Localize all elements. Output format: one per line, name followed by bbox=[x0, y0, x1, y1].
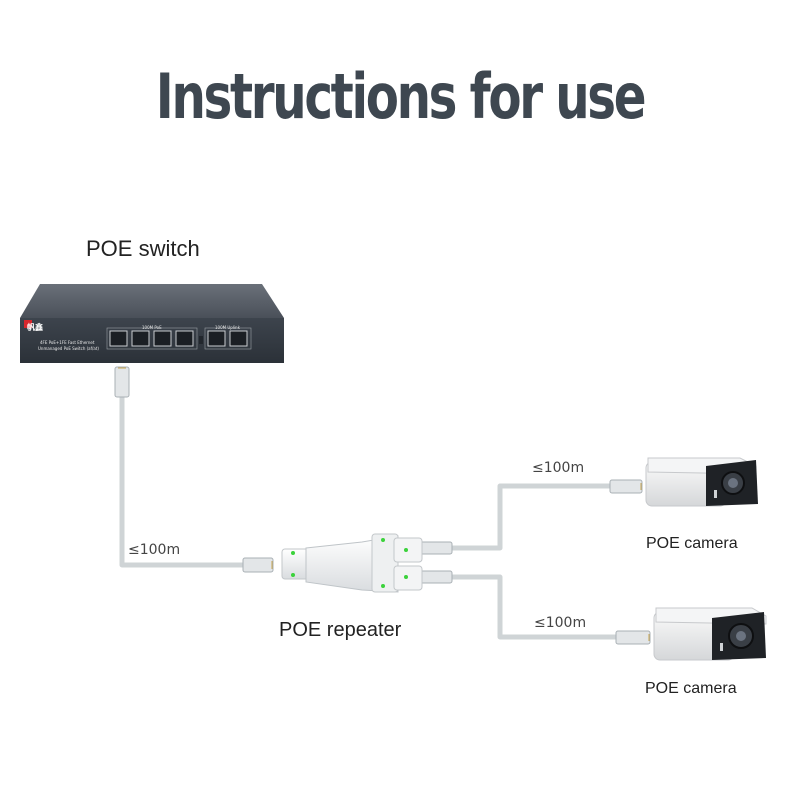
switch-model-line2: Unmanaged PoE Switch (af/at) bbox=[38, 346, 99, 351]
switch-brand: 帆鑫 bbox=[27, 323, 43, 332]
poe-camera-2 bbox=[653, 607, 767, 661]
uplink-ports bbox=[207, 330, 248, 347]
plug-repeater-in bbox=[242, 557, 274, 573]
switch-model-line1: 4FE PoE+1FE Fast Ethernet bbox=[40, 340, 95, 345]
plug-repeater-out-1 bbox=[419, 541, 453, 555]
cable-repeater-to-camera-1 bbox=[450, 483, 612, 551]
switch-top-face bbox=[20, 284, 284, 318]
poe-camera-1 bbox=[645, 457, 758, 507]
distance-label-camera-2: ≤100m bbox=[534, 615, 587, 631]
poe-repeater-label: POE repeater bbox=[279, 619, 402, 641]
repeater-right-block bbox=[371, 533, 399, 593]
plug-camera-1 bbox=[609, 479, 643, 494]
led-icon bbox=[381, 538, 385, 542]
cables bbox=[119, 395, 618, 640]
plug-switch bbox=[114, 366, 130, 398]
switch-poe-group-label: 100M PoE bbox=[142, 325, 162, 330]
distance-label-switch: ≤100m bbox=[128, 542, 181, 558]
poe-switch-label: POE switch bbox=[86, 236, 200, 261]
led-icon bbox=[404, 575, 408, 579]
plug-repeater-out-2 bbox=[419, 570, 453, 584]
led-icon bbox=[381, 584, 385, 588]
led-icon bbox=[291, 551, 295, 555]
led-icon bbox=[404, 548, 408, 552]
poe-camera-2-label: POE camera bbox=[645, 680, 737, 697]
poe-repeater bbox=[281, 533, 423, 593]
cable-switch-to-repeater bbox=[119, 395, 245, 568]
cable-repeater-to-camera-2 bbox=[450, 574, 618, 640]
rj45-plugs bbox=[114, 366, 651, 645]
distance-label-camera-1: ≤100m bbox=[532, 460, 585, 476]
led-icon bbox=[291, 573, 295, 577]
poe-ports bbox=[109, 330, 194, 347]
poe-camera-1-label: POE camera bbox=[646, 535, 738, 552]
poe-switch bbox=[20, 284, 284, 363]
plug-camera-2 bbox=[615, 630, 651, 645]
brand-logo-icon bbox=[24, 320, 32, 328]
page-title: Instructions for use bbox=[155, 60, 647, 133]
switch-uplink-group-label: 100M Uplink bbox=[215, 325, 240, 330]
